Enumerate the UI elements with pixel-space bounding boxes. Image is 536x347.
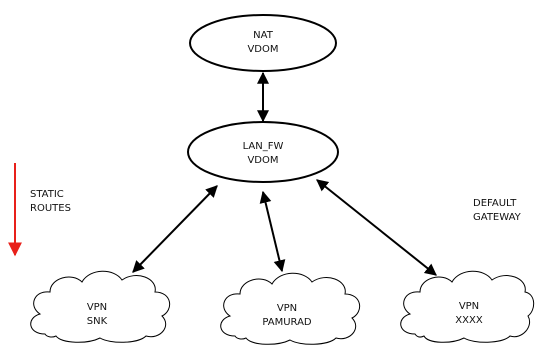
vpn-pamurad-line2: PAMURAD: [262, 317, 312, 328]
default-gateway-line2: GATEWAY: [473, 212, 522, 223]
link-lanfw-snk: [132, 185, 218, 273]
lan-fw-vdom-node: LAN_FW VDOM: [187, 121, 339, 183]
static-routes-label: STATIC ROUTES: [30, 189, 71, 214]
nat-vdom-line1: NAT: [253, 30, 274, 41]
vpn-pamurad-line1: VPN: [277, 303, 297, 314]
default-gateway-label: DEFAULT GATEWAY: [473, 198, 522, 223]
link-lanfw-pamurad: [259, 190, 286, 273]
static-routes-line1: STATIC: [30, 189, 64, 200]
nat-vdom-node: NAT VDOM: [189, 14, 337, 72]
vpn-snk-line2: SNK: [87, 316, 108, 327]
link-lanfw-xxxx: [316, 179, 437, 276]
lan-fw-vdom-line2: VDOM: [247, 155, 278, 166]
vpn-xxxx-cloud: VPN XXXX: [400, 270, 535, 343]
vpn-xxxx-line1: VPN: [459, 301, 479, 312]
vpn-xxxx-line2: XXXX: [455, 315, 483, 326]
vpn-pamurad-cloud: VPN PAMURAD: [220, 272, 361, 345]
nat-vdom-line2: VDOM: [247, 44, 278, 55]
vpn-snk-cloud: VPN SNK: [30, 270, 171, 343]
static-routes-line2: ROUTES: [30, 203, 71, 214]
vpn-snk-line1: VPN: [87, 302, 107, 313]
default-gateway-line1: DEFAULT: [473, 198, 517, 209]
lan-fw-vdom-line1: LAN_FW: [243, 141, 284, 152]
